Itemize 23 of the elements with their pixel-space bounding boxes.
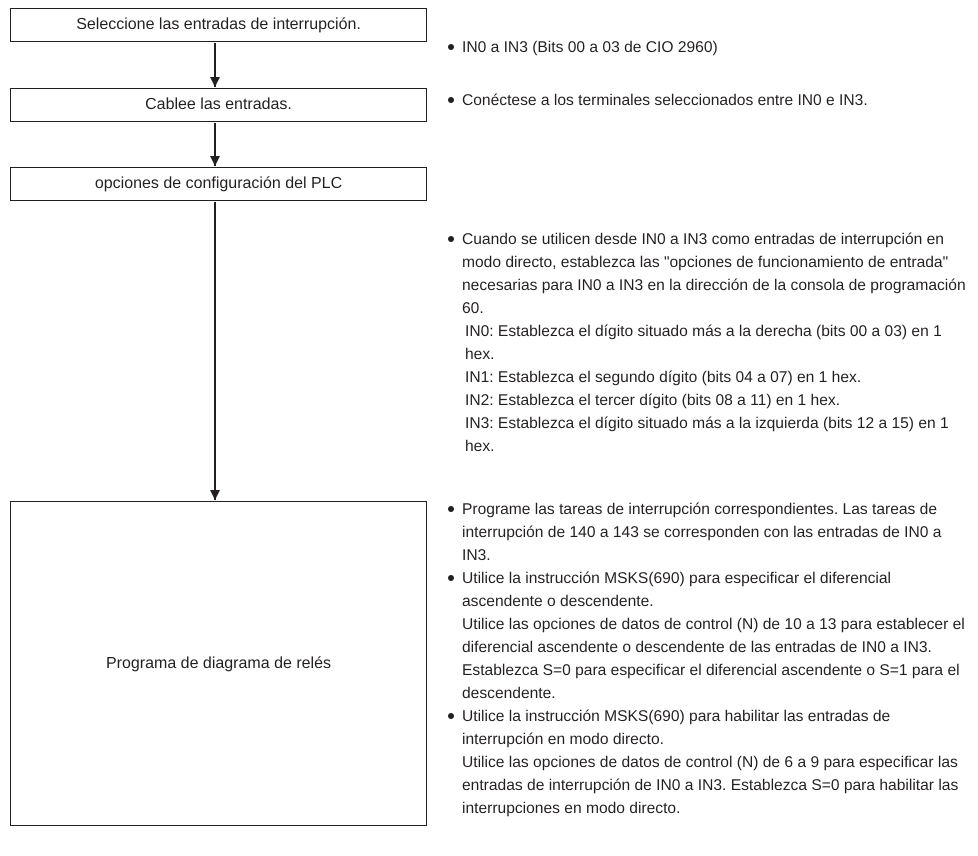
note-text: Utilice la instrucción MSKS(690) para habilitar las entradas de interrupción en modo directo. — [462, 708, 890, 748]
step-label: opciones de configuración del PLC — [94, 174, 342, 194]
note-text: Utilice las opciones de datos de control (N) de 6 a 9 para especificar las entradas de interrupción de IN0 a IN3. Establezca S=0 para habilitar las interrupciones en modo directo. — [462, 754, 958, 817]
process-box — [10, 88, 427, 122]
note-text: IN2: Establezca el tercer dígito (bits 08 a 11) en 1 hex. — [465, 392, 840, 409]
note-text: IN1: Establezca el segundo dígito (bits 04 a 07) en 1 hex. — [465, 369, 862, 386]
note-text: Cuando se utilicen desde IN0 a IN3 como entradas de interrupción en modo directo, establezca las "opciones de funcionamiento de entrada" necesarias para IN0 a IN3 en la dirección de la consola de programación 60. — [462, 231, 966, 317]
step-label: Programa de diagrama de relés — [106, 654, 331, 674]
note-text: Conéctese a los terminales seleccionados entre IN0 e IN3. — [462, 92, 868, 109]
arrow — [210, 202, 220, 500]
process-box — [10, 8, 427, 42]
note-text: Utilice las opciones de datos de control (N) de 10 a 13 para establecer el diferencial ascendente o descendente de las entradas de IN0 a IN3. Establezca S=0 para especificar el diferencial ascendente o S=1 para el descendente. — [462, 616, 965, 702]
note-text: Utilice la instrucción MSKS(690) para especificar el diferencial ascendente o descendente. — [462, 570, 892, 610]
arrow — [210, 123, 220, 166]
note-text: IN3: Establezca el dígito situado más a la izquierda (bits 12 a 15) en 1 hex. — [465, 415, 949, 455]
note-text: IN0: Establezca el dígito situado más a la derecha (bits 00 a 03) en 1 hex. — [465, 323, 942, 363]
step-label: Seleccione las entradas de interrupción. — [76, 15, 361, 35]
process-box — [10, 501, 427, 826]
process-box — [10, 167, 427, 201]
note-text: IN0 a IN3 (Bits 00 a 03 de CIO 2960) — [462, 39, 718, 56]
arrow — [210, 43, 220, 87]
step-label: Cablee las entradas. — [145, 95, 292, 115]
note-text: Programe las tareas de interrupción correspondientes. Las tareas de interrupción de 140 a 143 se corresponden con las entradas de IN0 a IN3. — [462, 501, 942, 564]
